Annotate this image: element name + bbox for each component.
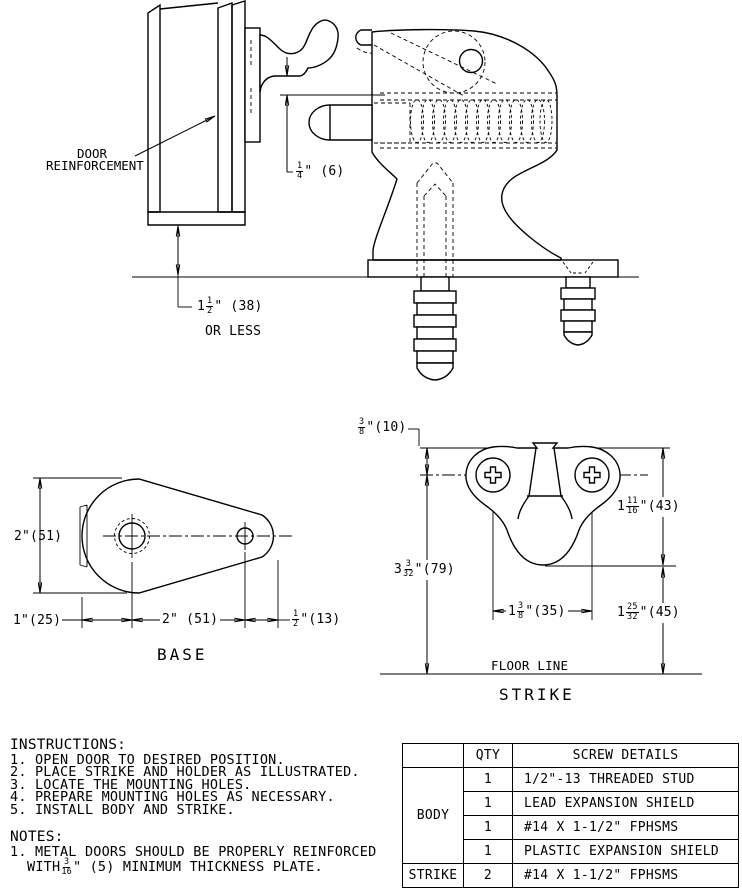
instruction-item: 2. PLACE STRIKE AND HOLDER AS ILLUSTRATE… xyxy=(10,764,360,780)
side-view-group xyxy=(132,0,639,381)
note-item-line1: 1. METAL DOORS SHOULD BE PROPERLY REINFO… xyxy=(10,843,377,860)
floor-line-label: FLOOR LINE xyxy=(491,658,569,673)
strike-label-cell: STRIKE xyxy=(402,863,464,888)
qty-cell: 1 xyxy=(463,791,513,816)
detail-cell: PLASTIC EXPANSION SHIELD xyxy=(512,839,739,864)
instructions-block: INSTRUCTIONS: 1. OPEN DOOR TO DESIRED PO… xyxy=(10,737,360,818)
base-center-dimension: 2" (51) xyxy=(160,612,221,627)
instruction-item: 1. OPEN DOOR TO DESIRED POSITION. xyxy=(10,751,285,768)
spring-coil xyxy=(410,99,553,143)
strike-view-title: STRIKE xyxy=(499,685,575,704)
detail-cell: #14 X 1-1/2" FPHSMS xyxy=(512,863,739,888)
table-row: 1 PLASTIC EXPANSION SHIELD xyxy=(403,839,739,864)
instruction-item: 4. PREPARE MOUNTING HOLES AS NECESSARY. xyxy=(10,789,335,805)
qty-cell: 1 xyxy=(463,839,513,864)
qty-header: QTY xyxy=(463,743,513,768)
door-reinforcement-label: DOOR REINFORCEMENT xyxy=(46,146,144,173)
strike-view-group xyxy=(380,428,702,675)
instruction-item: 3. LOCATE THE MOUNTING HOLES. xyxy=(10,776,252,793)
notes-heading: NOTES: xyxy=(10,829,64,845)
base-view-title: BASE xyxy=(157,645,208,664)
detail-cell: LEAD EXPANSION SHIELD xyxy=(512,791,739,816)
base-view-group xyxy=(33,477,292,628)
instructions-heading: INSTRUCTIONS: xyxy=(10,737,127,753)
instruction-item: 5. INSTALL BODY AND STRIKE. xyxy=(10,801,235,818)
table-row: STRIKE 2 #14 X 1-1/2" FPHSMS xyxy=(402,863,739,888)
or-less-label: OR LESS xyxy=(205,324,262,339)
body-label-cell: BODY xyxy=(402,767,464,864)
table-row: 1 LEAD EXPANSION SHIELD xyxy=(403,791,739,816)
base-height-dimension: 2"(51) xyxy=(14,529,63,544)
qty-cell: 2 xyxy=(463,863,513,888)
notes-block: NOTES: 1. METAL DOORS SHOULD BE PROPERLY… xyxy=(10,829,377,877)
table-corner-cell xyxy=(402,743,464,768)
detail-cell: #14 X 1-1/2" FPHSMS xyxy=(512,815,739,840)
base-left-dimension: 1"(25) xyxy=(13,613,62,628)
qty-cell: 1 xyxy=(463,767,513,792)
screw-details-table: QTY SCREW DETAILS BODY 1 1/2"-13 THREADE… xyxy=(402,743,739,888)
details-header: SCREW DETAILS xyxy=(512,743,739,768)
table-row: BODY 1 1/2"-13 THREADED STUD xyxy=(402,767,739,864)
qty-cell: 1 xyxy=(463,815,513,840)
table-row: 1 #14 X 1-1/2" FPHSMS xyxy=(403,815,739,840)
detail-cell: 1/2"-13 THREADED STUD xyxy=(512,767,739,792)
